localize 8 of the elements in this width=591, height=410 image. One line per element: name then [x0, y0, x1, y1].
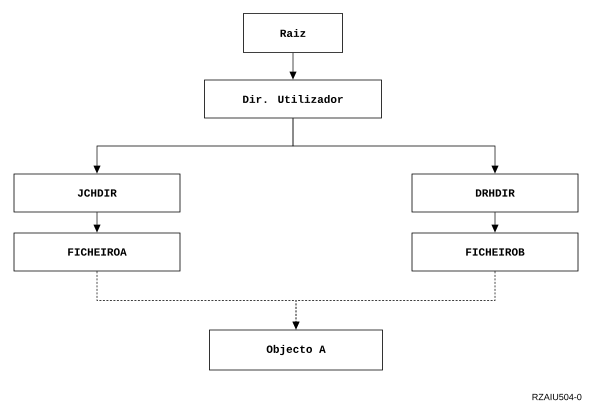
folder-box: Raiz — [243, 13, 343, 53]
figure-id: RZAIU504-0 — [532, 394, 582, 400]
folder-box: DRHDIR — [412, 174, 578, 212]
folder-box: Objecto A — [209, 330, 383, 370]
folder-box: JCHDIR — [14, 174, 180, 212]
folder-box: FICHEIROA — [14, 232, 180, 272]
folder-box: Dir. Utilizador — [204, 80, 382, 118]
folder-box: FICHEIROB — [412, 232, 578, 272]
